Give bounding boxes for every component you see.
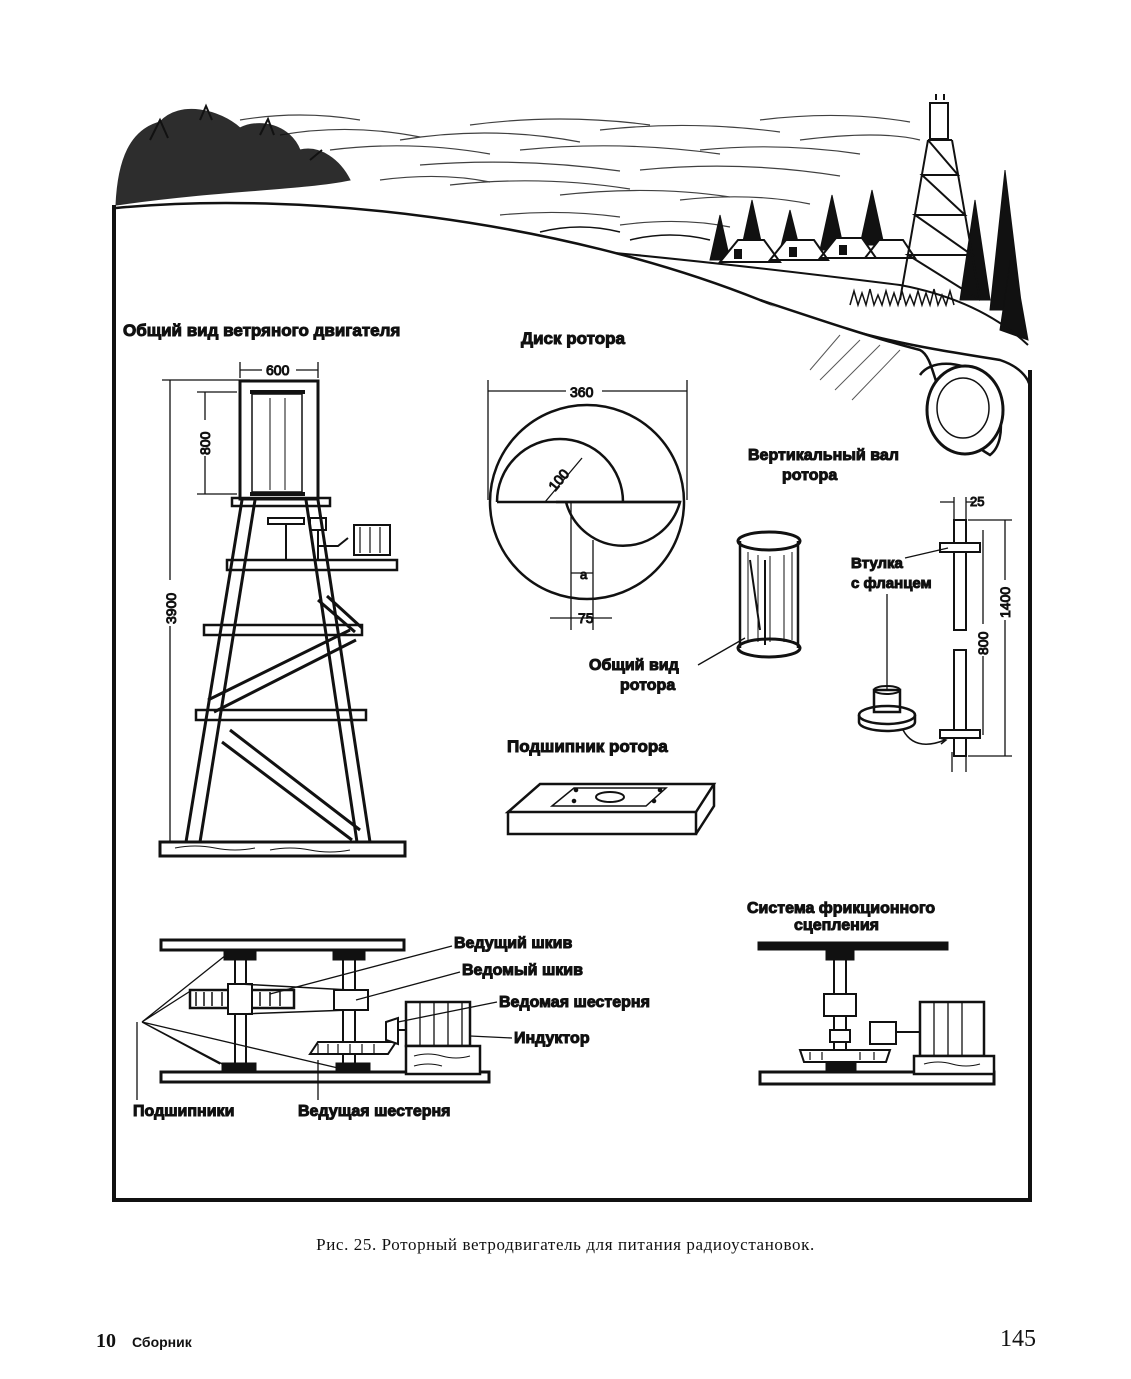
- rotor-bearing-label: Подшипник ротора: [507, 737, 668, 756]
- rotor-bearing-drawing: Подшипник ротора: [504, 737, 717, 836]
- rotor-disk-drawing: Диск ротора 360 100 a 75: [487, 329, 688, 630]
- driving-gear-label: Ведущая шестерня: [298, 1103, 451, 1120]
- signature-word: Сборник: [132, 1334, 192, 1350]
- figure-caption: Рис. 25. Роторный ветродвигатель для пит…: [316, 1235, 815, 1254]
- friction-label-1: Система фрикционного: [747, 900, 935, 917]
- rotor-disk-label: Диск ротора: [521, 329, 625, 348]
- vertical-shaft-label-1: Вертикальный вал: [748, 447, 899, 464]
- dim-1400: 1400: [997, 587, 1013, 618]
- page-number: 145: [1000, 1326, 1036, 1352]
- inductor-label: Индуктор: [514, 1030, 590, 1047]
- dim-100: 100: [545, 466, 572, 494]
- dim-800: 800: [197, 431, 213, 455]
- bushing-label-2: с фланцем: [851, 575, 932, 592]
- driving-pulley-label: Ведущий шкив: [454, 935, 573, 952]
- rotor-view-label-1: Общий вид: [589, 657, 679, 674]
- landscape-illustration: [115, 94, 1030, 457]
- signature-number: 10: [96, 1330, 116, 1352]
- general-view-label: Общий вид ветряного двигателя: [123, 321, 400, 340]
- drive-mechanism-drawing: Ведущий шкив Ведомый шкив Ведомая шестер…: [133, 935, 651, 1121]
- bushing-label-1: Втулка: [851, 555, 904, 572]
- friction-label-2: сцепления: [794, 917, 879, 934]
- dim-75: 75: [578, 610, 594, 626]
- dim-360: 360: [570, 384, 594, 400]
- driven-pulley-label: Ведомый шкив: [462, 962, 583, 979]
- bearings-label: Подшипники: [133, 1103, 234, 1120]
- dim-800-shaft: 800: [975, 631, 991, 655]
- dim-3900: 3900: [163, 593, 179, 624]
- dim-a: a: [580, 567, 588, 582]
- friction-clutch-drawing: Система фрикционного сцепления: [747, 900, 996, 1086]
- figure-frame: [112, 205, 1032, 1202]
- rotor-general-view: Общий вид ротора: [589, 530, 802, 695]
- dim-600: 600: [266, 362, 290, 378]
- driven-gear-label: Ведомая шестерня: [499, 994, 650, 1011]
- vertical-shaft-label-2: ротора: [782, 467, 837, 484]
- rotor-view-label-2: ротора: [620, 677, 675, 694]
- dim-25: 25: [970, 494, 984, 509]
- vertical-shaft-drawing: Вертикальный вал ротора 25 1400 800 Втул…: [748, 447, 1014, 772]
- windmill-general-view: Общий вид ветряного двигателя 600 800 39…: [123, 321, 407, 858]
- signature-mark: 10 Сборник: [96, 1330, 192, 1353]
